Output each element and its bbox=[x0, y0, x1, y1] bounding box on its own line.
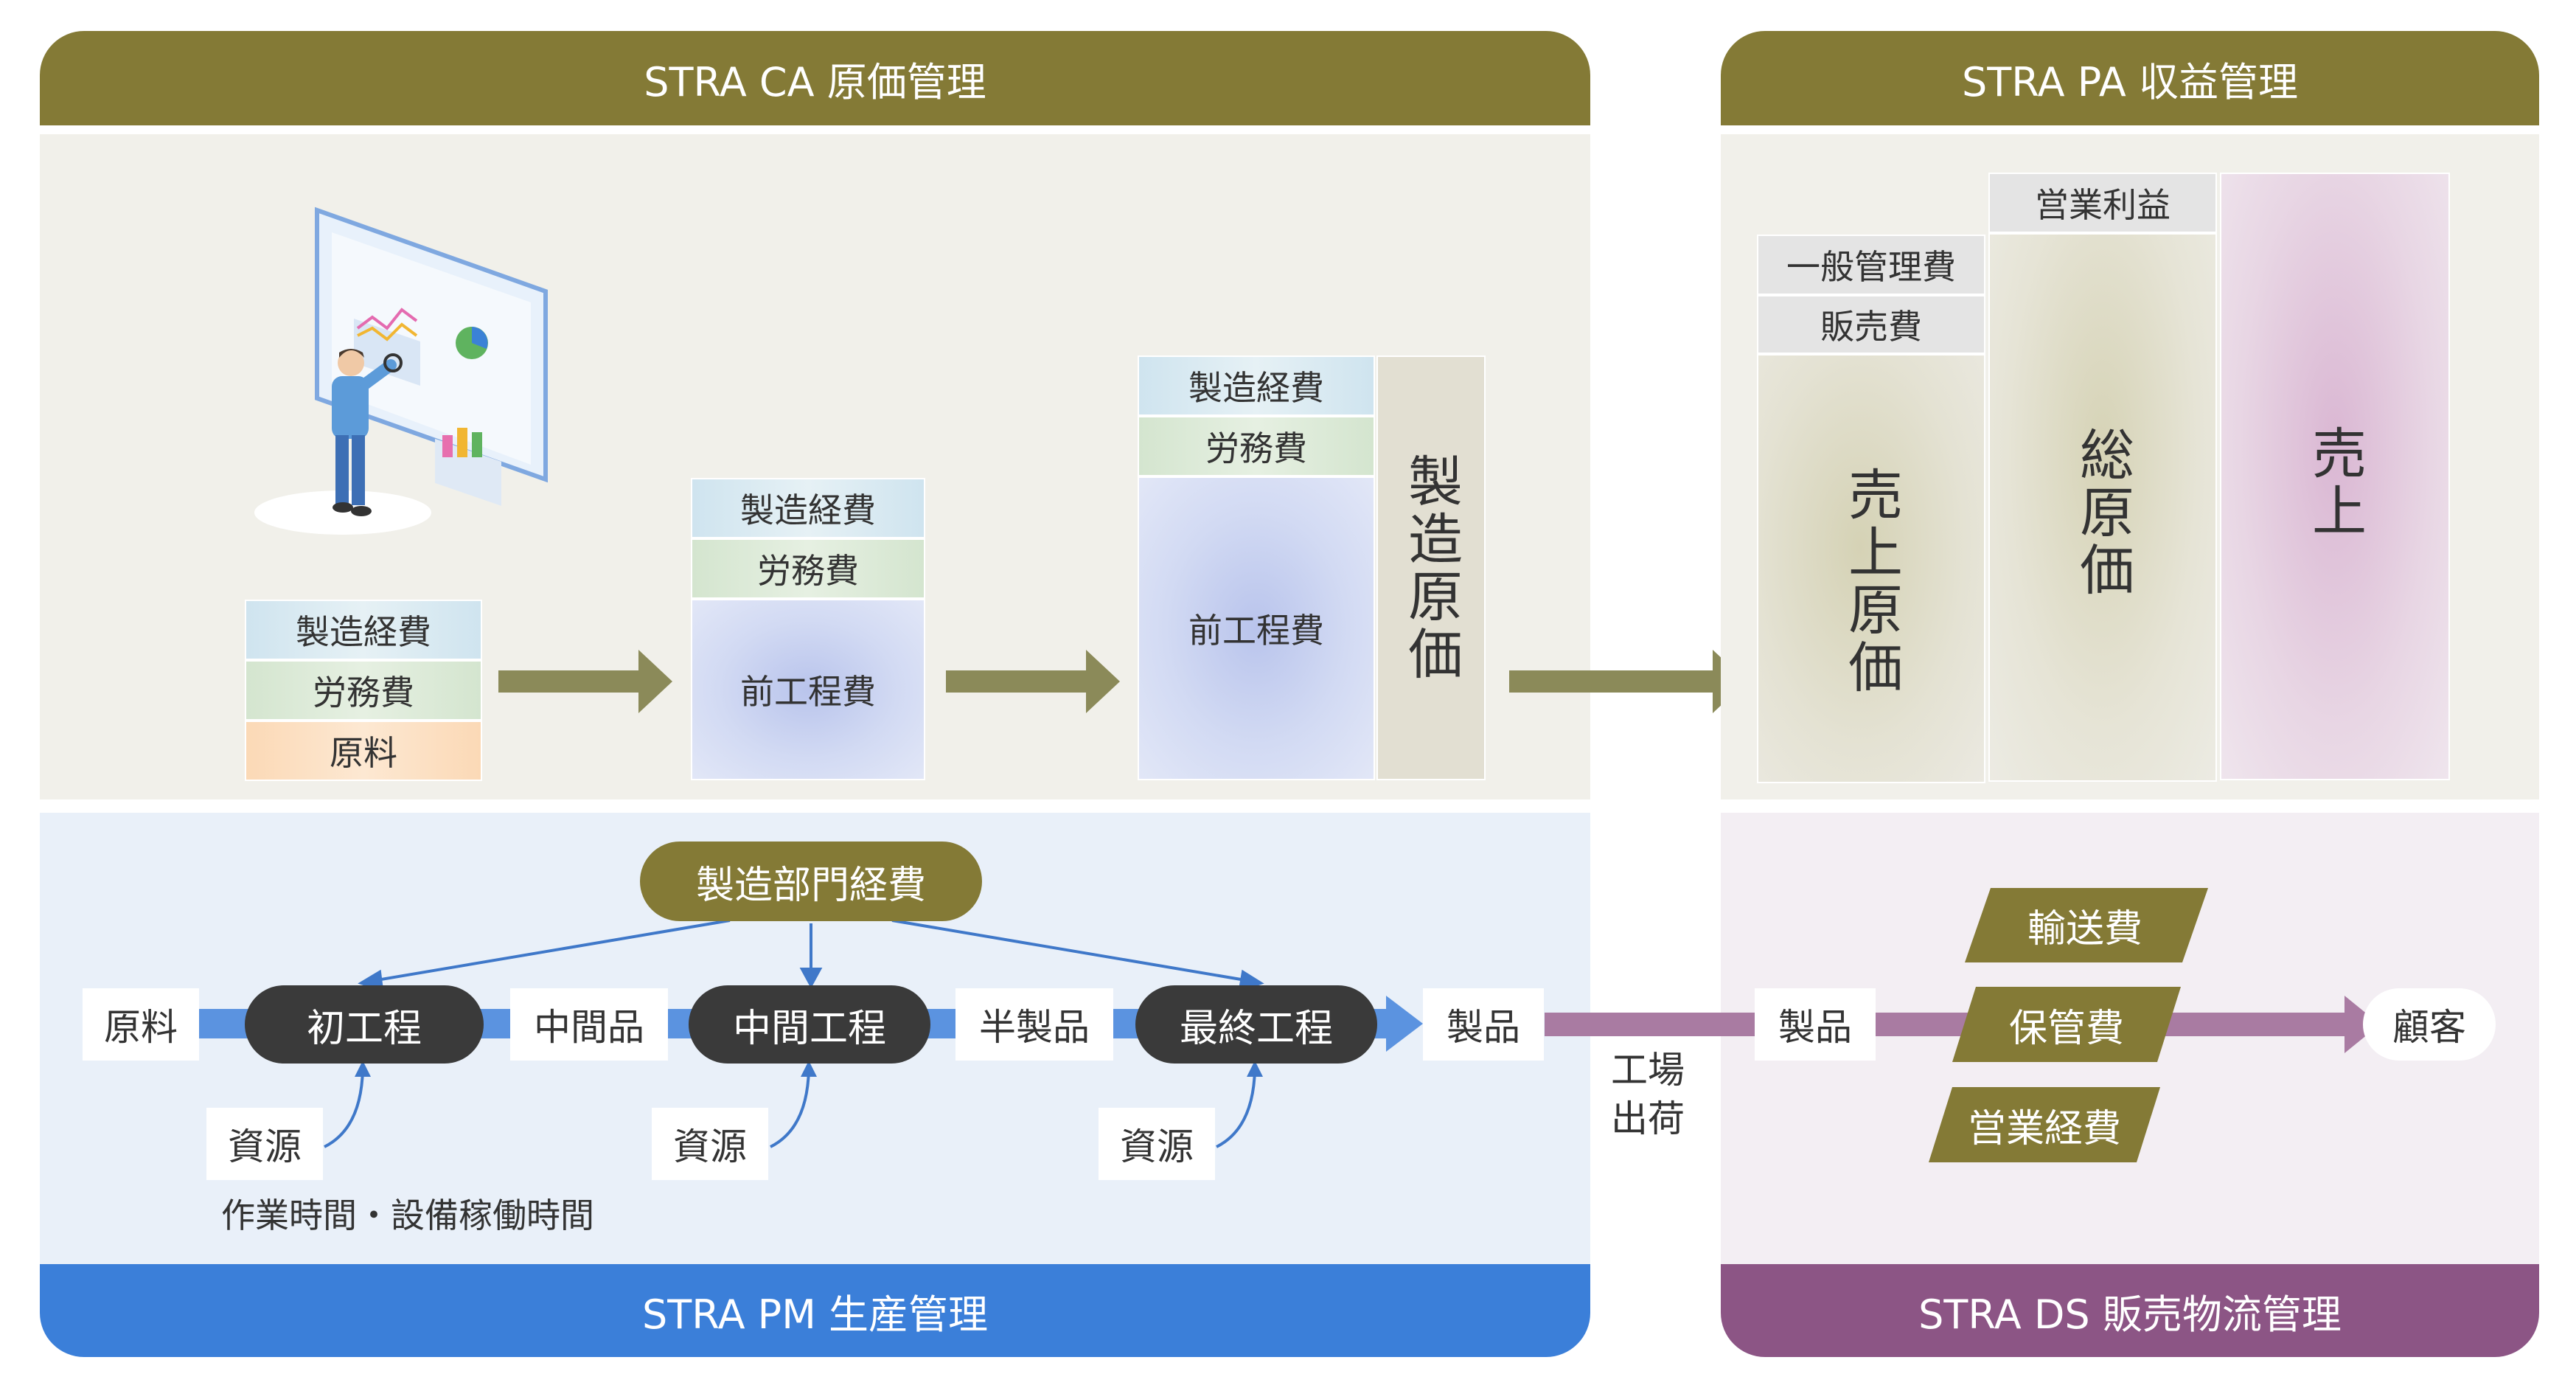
ca-header: STRA CA 原価管理 bbox=[40, 31, 1590, 125]
ds-footer: STRA DS 販売物流管理 bbox=[1721, 1264, 2539, 1357]
manufacturing-cost-label: 製造原価 bbox=[1399, 453, 1463, 683]
general-admin-cost: 一般管理費 bbox=[1757, 235, 1985, 295]
intermediate-goods: 中間品 bbox=[510, 988, 668, 1061]
cost-of-sales-label: 売上原価 bbox=[1839, 466, 1903, 696]
sales-expense: 営業経費 bbox=[1967, 1106, 2121, 1151]
stage2-manufacturing-expense: 製造経費 bbox=[691, 478, 925, 538]
semi-finished-goods: 半製品 bbox=[955, 988, 1113, 1061]
analyst-illustration bbox=[254, 207, 548, 535]
first-process: 初工程 bbox=[245, 985, 484, 1064]
operating-profit: 営業利益 bbox=[1988, 173, 2217, 233]
stage3-manufacturing-expense: 製造経費 bbox=[1138, 355, 1375, 416]
manufacturing-cost-column: 製造原価 bbox=[1376, 355, 1486, 780]
stage1-raw-material: 原料 bbox=[245, 721, 482, 781]
manufacturing-dept-cost: 製造部門経費 bbox=[640, 842, 982, 921]
stage1-manufacturing-expense: 製造経費 bbox=[245, 600, 482, 660]
pm-footer: STRA PM 生産管理 bbox=[40, 1264, 1590, 1357]
resource-2: 資源 bbox=[652, 1108, 768, 1180]
stage2-previous-process-cost: 前工程費 bbox=[691, 599, 925, 780]
resource-3: 資源 bbox=[1099, 1108, 1215, 1180]
cost-of-sales-column: 売上原価 bbox=[1757, 354, 1985, 783]
total-cost-label: 総原価 bbox=[2070, 426, 2134, 599]
storage-cost: 保管費 bbox=[2008, 1006, 2124, 1051]
stage3-previous-process-cost: 前工程費 bbox=[1138, 476, 1375, 780]
total-cost-column: 総原価 bbox=[1988, 233, 2217, 782]
pa-header: STRA PA 収益管理 bbox=[1721, 31, 2539, 125]
intermediate-process: 中間工程 bbox=[689, 985, 930, 1064]
sales-column: 売上 bbox=[2220, 173, 2450, 780]
stage1-labor-cost: 労務費 bbox=[245, 660, 482, 721]
stage3-labor-cost: 労務費 bbox=[1138, 416, 1375, 476]
arrow-stage1-to-stage2 bbox=[498, 650, 672, 713]
arrow-stage2-to-stage3 bbox=[946, 650, 1120, 713]
resource-1: 資源 bbox=[206, 1108, 323, 1180]
customer: 顧客 bbox=[2363, 988, 2496, 1061]
sales-label: 売上 bbox=[2302, 425, 2367, 540]
work-time-note: 作業時間・設備稼働時間 bbox=[221, 1196, 594, 1235]
ds-product: 製品 bbox=[1755, 988, 1876, 1061]
transport-cost: 輸送費 bbox=[2027, 907, 2142, 951]
stage2-labor-cost: 労務費 bbox=[691, 538, 925, 599]
factory-shipment-label: 工場 出荷 bbox=[1611, 1049, 1685, 1140]
pm-raw-material: 原料 bbox=[83, 988, 199, 1061]
selling-cost: 販売費 bbox=[1757, 295, 1985, 354]
final-process: 最終工程 bbox=[1135, 985, 1377, 1064]
arrow-ca-to-pa bbox=[1509, 650, 1747, 713]
pm-product: 製品 bbox=[1423, 988, 1544, 1061]
